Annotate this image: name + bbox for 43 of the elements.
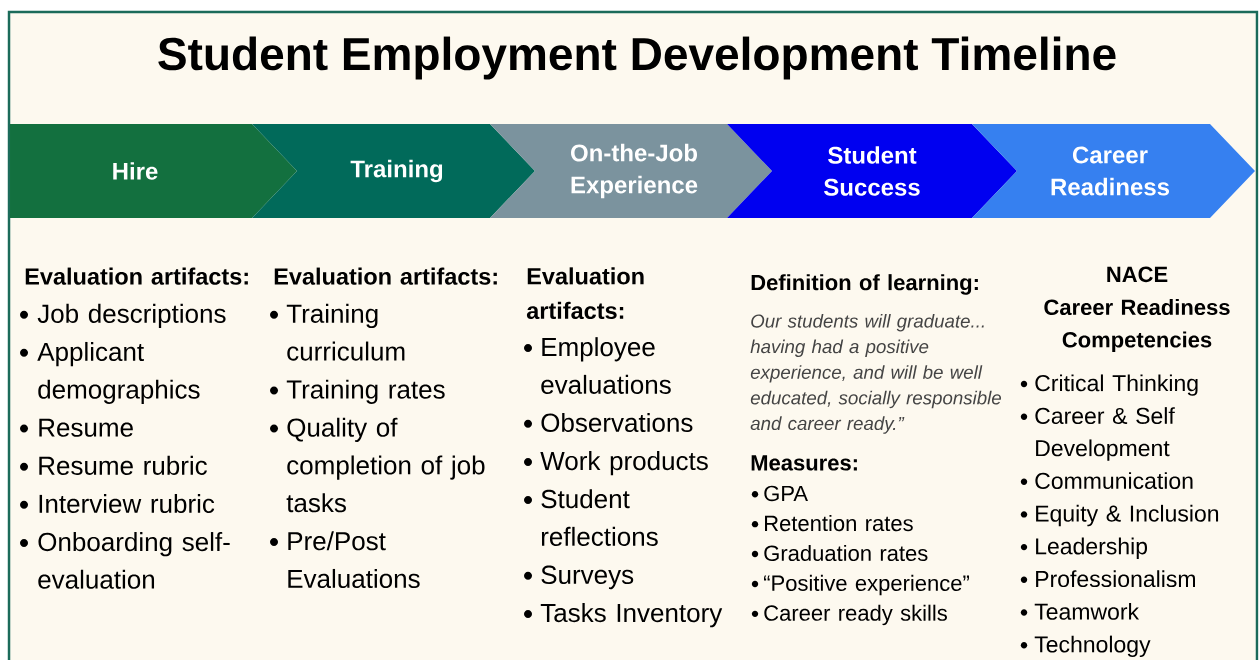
bullet-item: Resume — [20, 418, 133, 437]
chevron-step: On-the-Job Experience — [490, 124, 772, 218]
bullet-item: Onboarding self-evaluation — [20, 532, 230, 589]
bullet-item: Graduation rates — [751, 544, 928, 562]
bullet-item: Job descriptions — [20, 303, 226, 329]
bullet-item: Pre/Post Evaluations — [270, 531, 420, 589]
bullet-item: Professionalism — [1020, 570, 1195, 588]
bullet-item: Employee evaluations — [524, 337, 671, 394]
bullet-item: Observations — [524, 412, 693, 433]
column-heading: Evaluation artifacts: — [274, 267, 497, 285]
quote-text: Our students will graduate... having had a positive experience, and will be well educated, socially responsible and career ready.” — [750, 313, 1001, 434]
bullet-item: Communication — [1020, 472, 1193, 489]
column-heading: Career Readiness Competencies — [1044, 298, 1230, 352]
bullet-item: Teamwork — [1020, 602, 1140, 620]
bullet-item: Critical Thinking — [1020, 374, 1198, 396]
column-heading: Evaluation artifacts: — [25, 267, 248, 285]
title: Student Employment Development Timeline — [158, 36, 1116, 80]
bullet-item: Career ready skills — [751, 604, 947, 626]
column-heading: Definition of learning: — [751, 274, 978, 295]
chevron-step: Student Success — [727, 124, 1017, 218]
bullet-item: Tasks Inventory — [524, 603, 723, 628]
bullet-item: Work products — [524, 451, 708, 476]
bullet-item: Training curriculum — [270, 303, 405, 361]
bullet-item: GPA — [751, 485, 808, 502]
bullet-item: Quality of completion of job tasks — [270, 417, 485, 513]
bullet-item: Resume rubric — [20, 455, 207, 475]
bullet-item: Applicant demographics — [20, 341, 200, 404]
chevron-step: Career Readiness — [972, 124, 1255, 218]
bullet-item: Leadership — [1020, 537, 1147, 559]
column-heading: NACE — [1107, 266, 1168, 283]
bullet-item: Student reflections — [524, 489, 658, 546]
chevron-step: Training — [252, 124, 535, 218]
bullet-item: Interview rubric — [20, 493, 215, 514]
column-heading: Measures: — [751, 455, 857, 471]
bullet-item: Training rates — [270, 379, 445, 404]
bullet-item: “Positive experience” — [751, 574, 969, 596]
chevron-step: Hire — [10, 124, 297, 218]
bullet-item: Technology — [1020, 635, 1151, 658]
column-heading: Evaluation artifacts: — [526, 267, 644, 320]
bullet-item: Equity & Inclusion — [1020, 504, 1219, 527]
bullet-item: Career & Self Development — [1020, 407, 1175, 461]
bullet-item: Surveys — [524, 565, 634, 590]
bullet-item: Retention rates — [751, 515, 913, 532]
